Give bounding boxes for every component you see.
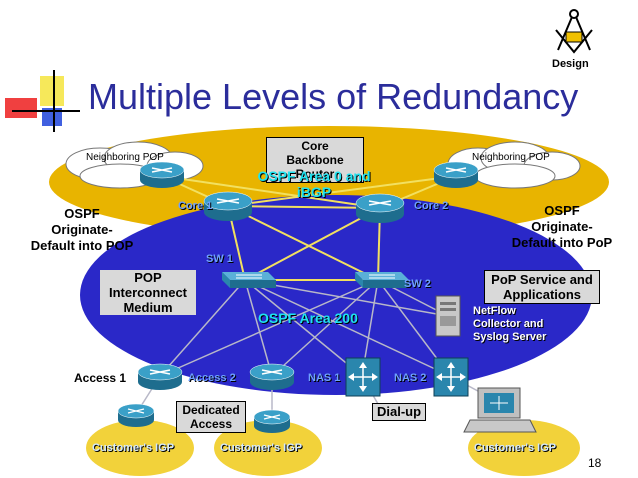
neighboring-pop-left-label: Neighboring POP	[86, 152, 164, 163]
customer-zone-1	[86, 420, 194, 476]
ospf-note-right-line1: OSPF	[544, 203, 580, 218]
sw2-label: SW 2	[404, 278, 431, 290]
customer-router-2	[253, 409, 291, 433]
pop-interconnect-line1: POP	[134, 270, 162, 285]
ospf-note-right-line3: Default into PoP	[511, 235, 613, 250]
customer-igp-1-label: Customer's IGP	[92, 442, 175, 454]
core2-router	[355, 193, 405, 223]
pop-interconnect-line2: Interconnect	[108, 285, 187, 300]
ospf-note-left-line3: Default into POP	[30, 238, 134, 253]
ospf-note-left: OSPF Originate- Default into POP	[0, 206, 164, 254]
sw2-switch	[355, 272, 409, 288]
dialup-label: Dial-up	[372, 403, 427, 421]
sw1-label: SW 1	[206, 253, 233, 265]
dialup-pc-icon	[463, 387, 537, 433]
access1-label: Access 1	[74, 371, 127, 385]
customer-router-1	[117, 403, 155, 427]
access-links	[135, 279, 503, 420]
core2-label: Core 2	[414, 200, 449, 212]
pop-interconnect-label: POP Interconnect Medium	[100, 270, 196, 315]
sw1-switch	[222, 272, 276, 288]
design-label: Design	[552, 58, 589, 70]
access1-router	[137, 363, 183, 390]
nas2-label: NAS 2	[394, 372, 427, 384]
page-number: 18	[588, 456, 602, 470]
netflow-line2: Collector and	[473, 318, 544, 330]
ospf-note-right-line2: Originate-	[531, 219, 593, 234]
customer-zone-3	[468, 420, 580, 476]
neighbor-router-right	[433, 161, 479, 188]
core-backbone-label: Core Backbone Router	[266, 137, 364, 183]
ospf-note-right: OSPF Originate- Default into PoP	[488, 203, 636, 251]
ospf-area200-zone	[80, 195, 592, 395]
compass-square-icon	[554, 6, 594, 56]
ospf-area0-label: OSPF Area 0 and iBGP	[257, 168, 371, 200]
dedicated-access-label: Dedicated Access	[176, 401, 246, 433]
neighbor-router-left	[139, 161, 185, 188]
access2-router	[249, 363, 295, 390]
pop-services-label: PoP Service and Applications	[484, 270, 600, 304]
ospf-note-left-line1: OSPF	[64, 206, 100, 221]
netflow-label: NetFlow Collector and Syslog Server	[473, 305, 546, 344]
nas2-icon	[433, 357, 469, 397]
core1-label: Core 1	[178, 200, 213, 212]
page-title: Multiple Levels of Redundancy	[88, 76, 579, 117]
neighboring-pop-right-label: Neighboring POP	[472, 152, 550, 163]
core1-router	[203, 191, 253, 221]
netflow-line3: Syslog Server	[473, 331, 547, 343]
customer-igp-3-label: Customer's IGP	[474, 442, 557, 454]
ospf-area200-label: OSPF Area 200	[258, 310, 358, 326]
netflow-line1: NetFlow	[473, 305, 516, 317]
access2-label: Access 2	[188, 372, 236, 384]
customer-zone-2	[214, 420, 322, 476]
pop-interconnect-line3: Medium	[123, 300, 173, 315]
customer-igp-2-label: Customer's IGP	[220, 442, 303, 454]
ospf-note-left-line2: Originate-	[51, 222, 113, 237]
nas1-label: NAS 1	[308, 372, 341, 384]
netflow-server-icon	[435, 295, 461, 337]
nas1-icon	[345, 357, 381, 397]
